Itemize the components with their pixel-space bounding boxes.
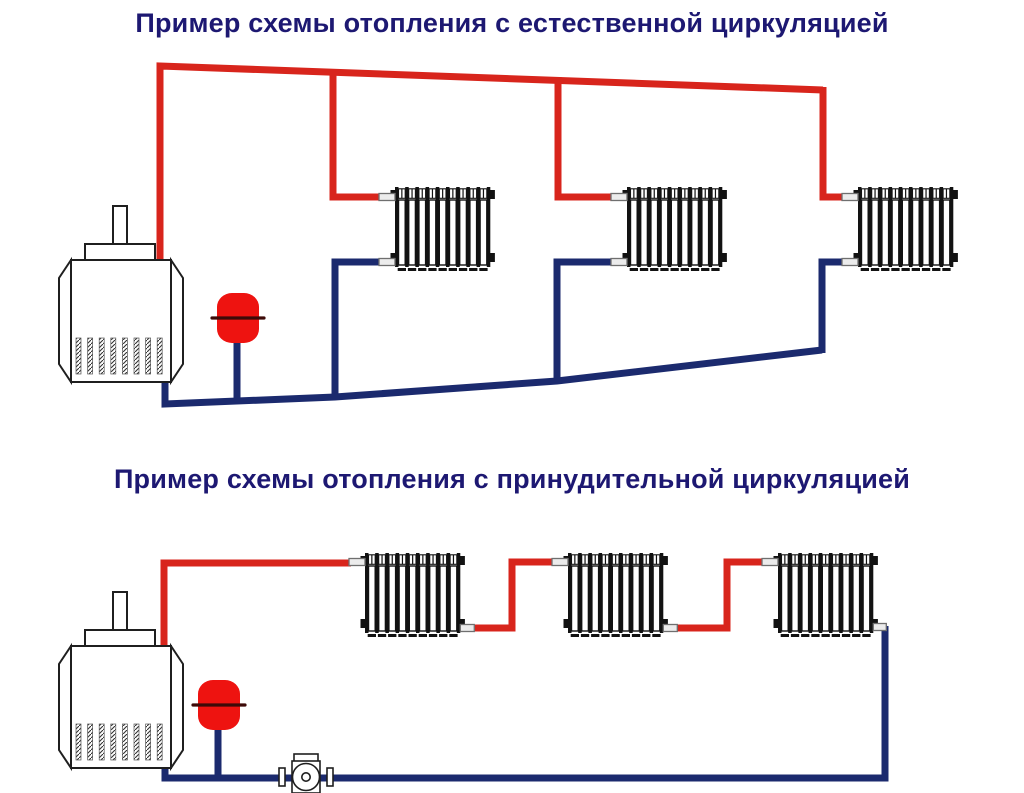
- radiator-3: [852, 186, 959, 272]
- return-riser-2: [553, 258, 613, 384]
- supply-pipe-main: [160, 559, 351, 649]
- radiator-3: [772, 552, 879, 638]
- scheme-natural-circulation: [58, 62, 959, 408]
- radiator-1-inlet-stub: [348, 557, 366, 567]
- radiator-3-inlet-stub: [841, 192, 859, 202]
- radiator-3-outlet-stub: [841, 257, 859, 267]
- supply-pipe-main: [156, 62, 824, 263]
- radiator-1: [359, 552, 466, 638]
- radiator-2-outlet-stub: [610, 257, 628, 267]
- radiator-2: [621, 186, 728, 272]
- radiator-1: [389, 186, 496, 272]
- expansion-tank: [191, 678, 247, 732]
- radiator-1-outlet-stub: [378, 257, 396, 267]
- radiator-2: [562, 552, 669, 638]
- scheme-forced-title: Пример схемы отопления с принудительной …: [113, 464, 911, 494]
- radiator-2-inlet-stub: [610, 192, 628, 202]
- supply-drop-1: [329, 69, 381, 201]
- boiler: [58, 205, 184, 383]
- series-pipe-1-2: [475, 558, 553, 632]
- return-riser-3: [818, 258, 844, 353]
- supply-drop-2: [554, 77, 613, 201]
- scheme-forced-circulation: [58, 552, 889, 793]
- radiator-1-inlet-stub: [378, 192, 396, 202]
- radiator-2-outlet-stub: [662, 623, 678, 633]
- radiator-1-outlet-stub: [459, 623, 475, 633]
- scheme-natural-title: Пример схемы отопления с естественной ци…: [135, 8, 889, 38]
- radiator-3-outlet-stub: [872, 622, 887, 632]
- supply-drop-3: [819, 87, 844, 201]
- return-pipe-main: [161, 346, 823, 408]
- radiator-2-inlet-stub: [551, 557, 569, 567]
- circulation-pump: [278, 753, 334, 793]
- return-pipe-main: [161, 626, 889, 782]
- radiator-3-inlet-stub: [761, 557, 779, 567]
- return-riser-1: [331, 258, 381, 399]
- expansion-tank: [210, 291, 266, 345]
- series-pipe-2-3: [676, 558, 764, 632]
